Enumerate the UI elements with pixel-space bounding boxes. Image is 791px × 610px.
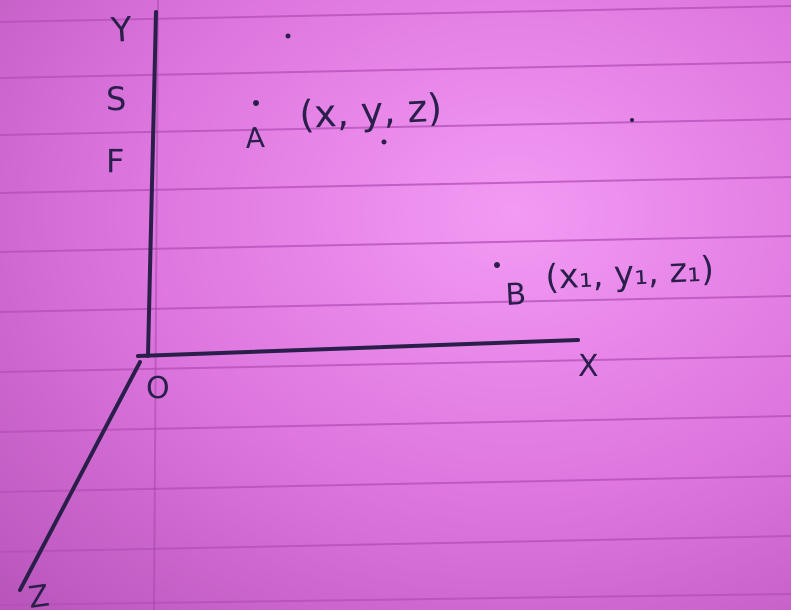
y-axis-label: Y (109, 10, 134, 51)
origin-label: O (146, 371, 170, 406)
x-axis (136, 338, 580, 358)
ink-dots (285, 33, 634, 145)
z-axis (18, 360, 142, 592)
ruled-lines (0, 5, 791, 606)
point-a-coords: (x, y, z) (298, 86, 443, 137)
z-axis-label: Z (26, 578, 51, 610)
y-axis (146, 10, 158, 358)
point-b-dot (494, 262, 500, 268)
side-label-f: F (106, 142, 124, 180)
point-b-name: B (505, 277, 527, 313)
x-axis-label: X (578, 349, 599, 384)
axes (18, 10, 580, 592)
point-b-coords: (x₁, y₁, z₁) (544, 249, 715, 298)
point-a-name: A (245, 121, 266, 155)
point-a-dot (253, 100, 259, 106)
margin-line (153, 0, 159, 610)
side-label-s: S (106, 80, 126, 118)
